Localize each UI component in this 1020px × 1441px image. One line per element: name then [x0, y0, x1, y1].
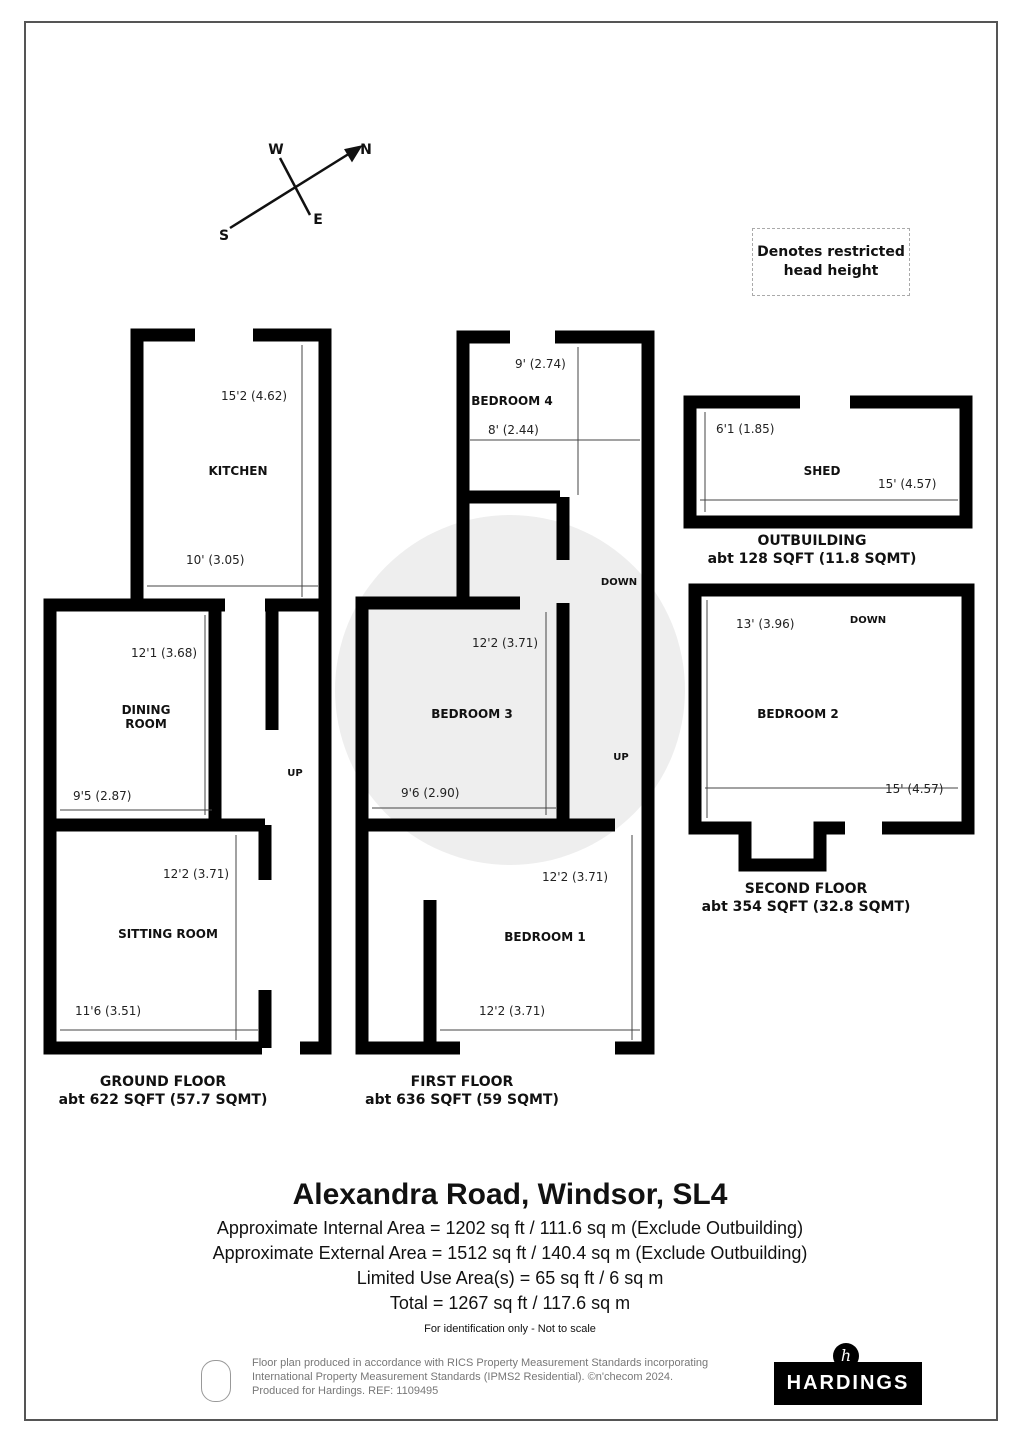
- first-floor-walls: [355, 330, 655, 1055]
- property-title: Alexandra Road, Windsor, SL4: [292, 1178, 728, 1211]
- dim-bedroom1-width: 12'2 (3.71): [479, 1004, 546, 1018]
- second-floor-area: abt 354 SQFT (32.8 SQMT): [701, 899, 911, 915]
- person-icon: [201, 1360, 231, 1402]
- hardings-logo-mark: h: [833, 1343, 859, 1369]
- limited-use-area: Limited Use Area(s) = 65 sq ft / 6 sq m: [356, 1268, 664, 1288]
- stairs-up: UP: [287, 768, 303, 779]
- ground-floor-title: GROUND FLOOR: [99, 1074, 227, 1090]
- room-dining-1: DINING: [121, 703, 171, 717]
- dim-dining-length: 12'1 (3.68): [131, 646, 198, 660]
- legend-line-1: Denotes restricted: [757, 244, 905, 260]
- outbuilding-walls: [683, 395, 973, 529]
- footer-text: Floor plan produced in accordance with R…: [252, 1356, 708, 1398]
- dimension-lines: [60, 345, 958, 1040]
- page-border: [24, 21, 998, 1421]
- room-bedroom-1: BEDROOM 1: [504, 930, 586, 944]
- room-bedroom-2: BEDROOM 2: [757, 707, 839, 721]
- dim-bedroom4-length: 9' (2.74): [515, 357, 566, 371]
- ground-floor-walls: [43, 328, 332, 1055]
- dim-kitchen-width: 10' (3.05): [186, 553, 245, 567]
- stairs-down: DOWN: [600, 577, 638, 588]
- outbuilding-area: abt 128 SQFT (11.8 SQMT): [707, 551, 917, 567]
- room-bedroom-3: BEDROOM 3: [431, 707, 513, 721]
- compass-n: N: [360, 142, 372, 158]
- dim-bedroom2-width: 15' (4.57): [885, 782, 944, 796]
- room-sitting: SITTING ROOM: [118, 927, 218, 941]
- dim-bedroom4-width: 8' (2.44): [488, 423, 539, 437]
- watermark-logo: [335, 515, 685, 865]
- internal-area: Approximate Internal Area = 1202 sq ft /…: [216, 1218, 804, 1238]
- compass-w: W: [268, 142, 284, 158]
- restricted-height-legend: Denotes restricted head height: [752, 228, 910, 296]
- scale-note: For identification only - Not to scale: [424, 1323, 596, 1335]
- dim-sitting-width: 11'6 (3.51): [75, 1004, 142, 1018]
- room-bedroom-4: BEDROOM 4: [471, 394, 553, 408]
- dim-shed-length: 6'1 (1.85): [716, 422, 775, 436]
- room-shed: SHED: [803, 464, 841, 478]
- stairs-down-second: DOWN: [849, 615, 887, 626]
- first-floor-title: FIRST FLOOR: [410, 1074, 514, 1090]
- footer-line-1: Floor plan produced in accordance with R…: [252, 1357, 709, 1369]
- second-floor-walls: [688, 583, 975, 872]
- compass-s: S: [218, 228, 230, 244]
- compass-icon: [229, 145, 363, 230]
- dim-bedroom2-length: 13' (3.96): [736, 617, 795, 631]
- external-area: Approximate External Area = 1512 sq ft /…: [212, 1243, 808, 1263]
- dim-sitting-length: 12'2 (3.71): [163, 867, 230, 881]
- footer-line-3: Produced for Hardings. REF: 1109495: [252, 1385, 439, 1397]
- total-area: Total = 1267 sq ft / 117.6 sq m: [389, 1293, 631, 1313]
- outbuilding-title: OUTBUILDING: [757, 533, 867, 549]
- dim-kitchen-length: 15'2 (4.62): [221, 389, 288, 403]
- second-floor-caption: SECOND FLOOR abt 354 SQFT (32.8 SQMT): [702, 880, 911, 916]
- legend-line-2: head height: [783, 263, 879, 279]
- room-dining-2: ROOM: [125, 717, 167, 731]
- footer-line-2: International Property Measurement Stand…: [252, 1371, 674, 1383]
- dim-dining-width: 9'5 (2.87): [73, 789, 132, 803]
- dim-bedroom3-width: 9'6 (2.90): [401, 786, 460, 800]
- hardings-logo: HARDINGS: [774, 1362, 922, 1405]
- stairs-up-first: UP: [613, 752, 629, 763]
- room-kitchen: KITCHEN: [208, 464, 268, 478]
- dim-shed-width: 15' (4.57): [878, 477, 937, 491]
- ground-floor-caption: GROUND FLOOR abt 622 SQFT (57.7 SQMT): [59, 1073, 268, 1109]
- dim-bedroom1-length: 12'2 (3.71): [542, 870, 609, 884]
- ground-floor-area: abt 622 SQFT (57.7 SQMT): [58, 1092, 268, 1108]
- dim-bedroom3-length: 12'2 (3.71): [472, 636, 539, 650]
- first-floor-caption: FIRST FLOOR abt 636 SQFT (59 SQMT): [365, 1073, 559, 1109]
- second-floor-title: SECOND FLOOR: [744, 881, 868, 897]
- compass-e: E: [313, 212, 323, 228]
- outbuilding-caption: OUTBUILDING abt 128 SQFT (11.8 SQMT): [708, 532, 917, 568]
- first-floor-area: abt 636 SQFT (59 SQMT): [365, 1092, 559, 1108]
